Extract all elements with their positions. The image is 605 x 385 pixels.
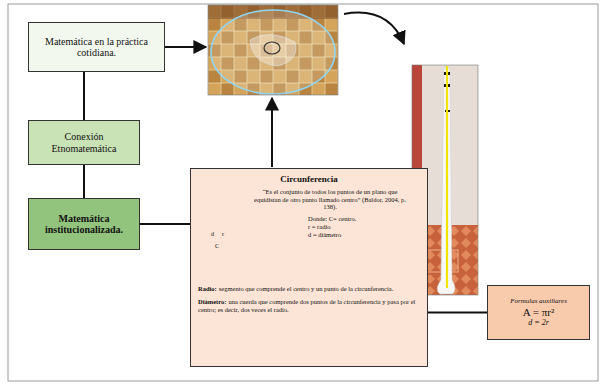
concept-box: Circunferencia “Es el conjunto de todos l… xyxy=(190,168,428,367)
node-text: d = 2r xyxy=(528,318,549,328)
text-group: A = πr² xyxy=(523,306,555,319)
definition: Radio:segmento que comprende el centro y… xyxy=(198,285,420,293)
definition-text: segmento que comprende el centro y un pu… xyxy=(219,285,394,292)
node-text: Matemática en la práctica cotidiana. xyxy=(35,36,158,59)
frame xyxy=(8,4,598,381)
formula-box: Formulas auxiliaresA = πr²d = 2r xyxy=(487,285,590,340)
node-text: Matemática institucionalizada. xyxy=(33,213,135,236)
symbol-letter: r xyxy=(222,231,224,237)
term: Diámetro: xyxy=(198,298,226,305)
definition-text: una cuerda que comprende dos puntos de l… xyxy=(198,298,415,313)
term: Radio: xyxy=(198,285,217,292)
definition: Diámetro:una cuerda que comprende dos pu… xyxy=(198,298,420,314)
concept-row: “Es el conjunto de todos los puntos de u… xyxy=(198,188,420,280)
connector xyxy=(83,165,85,198)
institutional-box: Matemática institucionalizada. xyxy=(28,198,140,250)
symbol-letter: C xyxy=(215,243,219,249)
arrow-to-photo xyxy=(271,98,273,167)
node-text: Circunferencia xyxy=(198,174,420,185)
text-group: “Es el conjunto de todos los puntos de u… xyxy=(250,188,410,211)
connector xyxy=(140,223,190,225)
connector xyxy=(428,312,487,314)
text-group: Formulas auxiliares xyxy=(510,297,567,305)
text-group: Donde: C= centro.r = radiod = diámetro xyxy=(308,215,420,239)
node-text: d = diámetro xyxy=(308,231,420,239)
text-group: d = 2r xyxy=(528,318,549,328)
text-group: Matemática institucionalizada. xyxy=(33,213,135,236)
text-group: Conexión Etnomatemática xyxy=(34,131,134,154)
arrow-to-photo xyxy=(165,46,206,48)
symbol-letter: d xyxy=(211,231,214,237)
node-text: Conexión Etnomatemática xyxy=(34,131,134,154)
practice-box: Matemática en la práctica cotidiana. xyxy=(28,22,165,72)
node-text: “Es el conjunto de todos los puntos de u… xyxy=(250,188,410,211)
connection-box: Conexión Etnomatemática xyxy=(28,120,140,165)
node-text: r = radio xyxy=(308,223,420,231)
node-text: Formulas auxiliares xyxy=(510,297,567,305)
text-group: Circunferencia xyxy=(198,174,420,185)
node-text: Donde: C= centro. xyxy=(308,215,420,223)
connector xyxy=(83,72,85,120)
curved-arrow xyxy=(344,13,404,44)
text-group: Matemática en la práctica cotidiana. xyxy=(35,36,158,59)
floor-photo xyxy=(208,5,338,95)
node-text: A = πr² xyxy=(523,306,555,319)
